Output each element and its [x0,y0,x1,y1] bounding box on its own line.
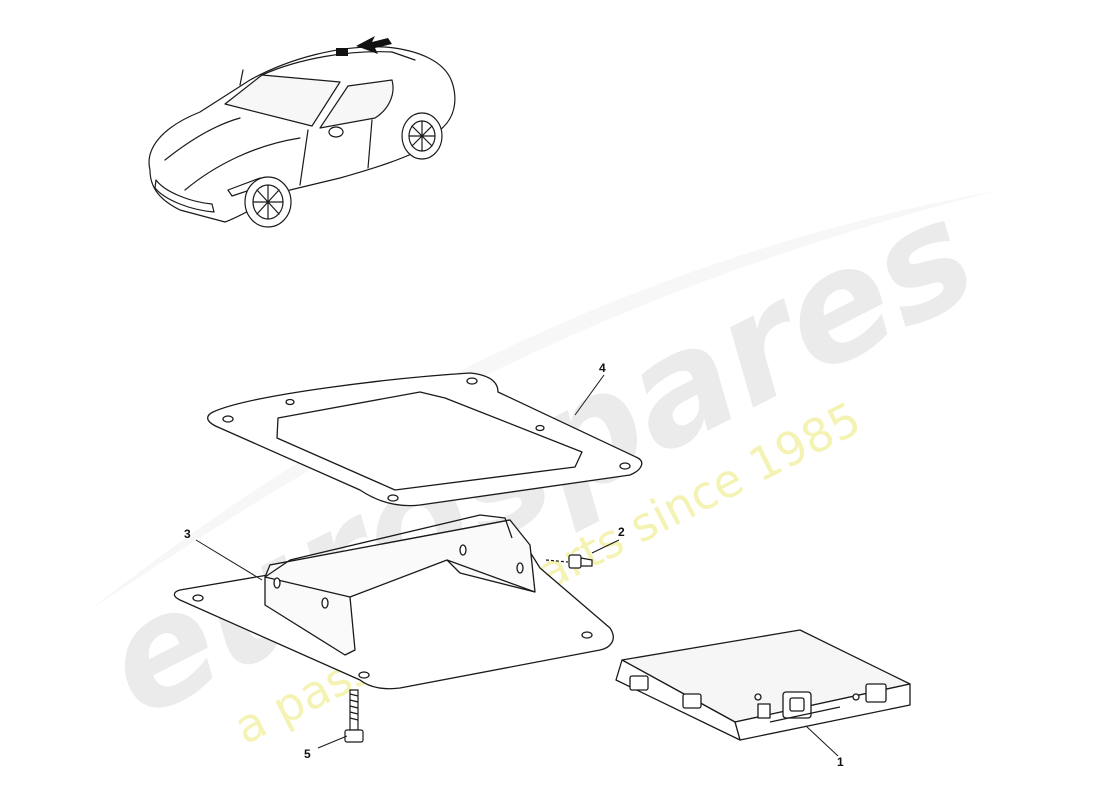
location-marker [336,48,348,56]
leader-line-4 [574,374,605,416]
callout-label-3: 3 [184,527,191,541]
car-windshield [224,74,341,127]
part-4-gasket [207,372,643,507]
car-rear-wheel [401,112,443,160]
callout-label-2: 2 [618,525,625,539]
leader-line-2 [591,539,620,554]
part-3-bracket [173,514,614,690]
leader-line-3 [195,539,263,581]
callout-label-5: 5 [304,747,311,761]
callout-label-4: 4 [599,361,606,375]
part-4-inner-opening [276,391,583,491]
car-mirror [328,126,344,138]
car-hood-line [164,117,241,161]
leader-lines [195,374,839,757]
car-front-wheel [244,176,292,228]
callout-label-1: 1 [837,755,844,769]
location-arrow-icon [356,36,392,54]
car-overview-illustration [148,36,456,228]
car-hood-line-2 [184,137,301,191]
part-2-bolt [545,554,593,569]
leader-line-5 [317,735,348,749]
car-grille [154,179,215,213]
part-1-control-module [615,629,911,741]
car-door-line [299,119,373,186]
part-3-raised-channel [264,519,536,656]
car-side-window [319,79,394,129]
car-roofline [261,51,416,76]
callout-labels: 4 3 2 5 1 [184,361,844,769]
car-antenna [239,69,244,86]
part-5-bolt [344,689,364,743]
leader-line-1 [805,725,839,757]
